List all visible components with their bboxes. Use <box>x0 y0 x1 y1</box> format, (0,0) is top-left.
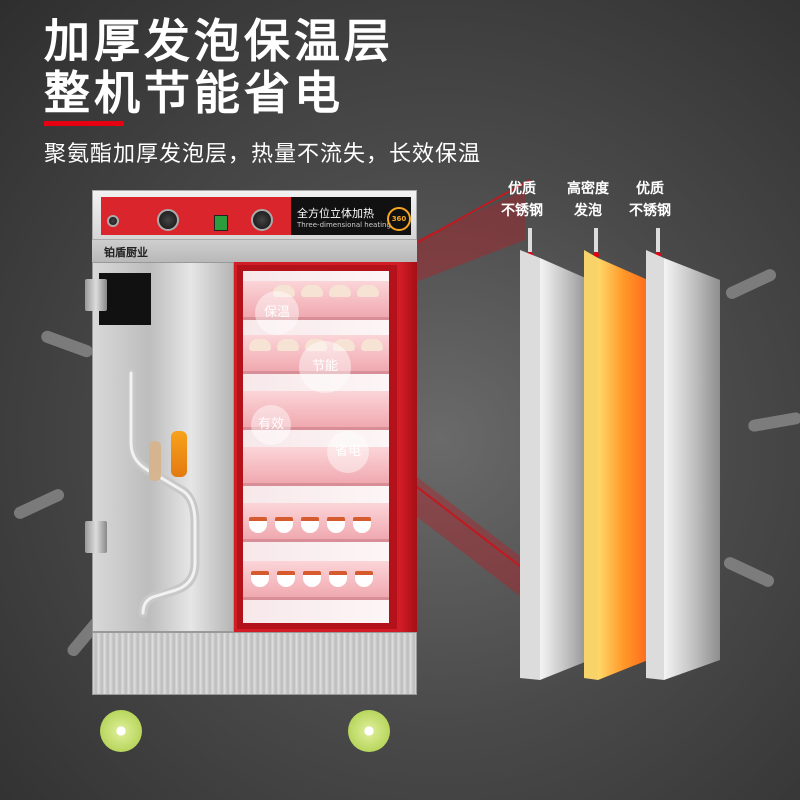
bubble-label: 节能 <box>299 341 351 393</box>
tray <box>243 281 389 320</box>
handle-grip <box>171 431 187 477</box>
layer-label: 优质 不锈钢 <box>620 178 680 222</box>
subtitle: 聚氨酯加厚发泡层，热量不流失，长效保温 <box>44 142 482 167</box>
temperature-knob <box>251 209 273 231</box>
door-handle <box>126 368 200 618</box>
tray <box>243 391 389 430</box>
headline-line1: 加厚发泡保温层 <box>44 14 394 68</box>
cabinet-interior: 保温 节能 有效 省电 <box>234 262 400 632</box>
insulation-cross-section: 优质 不锈钢 高密度 发泡 优质 不锈钢 <box>500 181 740 700</box>
layer-label: 优质 不锈钢 <box>492 178 552 222</box>
bubble-label: 有效 <box>251 405 291 445</box>
tray-rack: 保温 节能 有效 省电 <box>243 271 389 623</box>
heating-en: Three-dimensional heating <box>297 221 391 229</box>
layer-pin-dot <box>593 252 599 258</box>
layer-pin <box>594 228 598 252</box>
heating-banner: 全方位立体加热 Three-dimensional heating 360 <box>291 197 411 235</box>
tray <box>243 503 389 542</box>
control-panel-red <box>101 197 291 235</box>
layer-pin-dot <box>655 252 661 258</box>
tray <box>243 561 389 600</box>
layer-label-line2: 不锈钢 <box>501 203 543 219</box>
layer-pin <box>656 228 660 252</box>
accent-bar <box>44 121 124 126</box>
steam-cabinet: 全方位立体加热 Three-dimensional heating 360 铂盾… <box>85 190 417 752</box>
tray <box>243 335 389 374</box>
bubble-label: 保温 <box>255 291 299 335</box>
door-hinge <box>85 279 107 311</box>
cabinet-door <box>85 262 234 632</box>
indicator-light <box>107 215 119 227</box>
handle-grip-back <box>149 441 161 481</box>
layer-label-line2: 发泡 <box>574 203 602 219</box>
caster-wheel <box>348 710 390 752</box>
door-hinge <box>85 521 107 553</box>
side-panel <box>400 262 417 632</box>
layer-label: 高密度 发泡 <box>558 178 618 222</box>
timer-knob <box>157 209 179 231</box>
layer-label-line1: 优质 <box>508 181 536 197</box>
brand-logo: 铂盾厨业 <box>104 246 148 259</box>
control-panel: 全方位立体加热 Three-dimensional heating 360 <box>92 190 417 240</box>
power-switch <box>214 215 228 231</box>
product-label <box>99 273 151 325</box>
tray <box>243 447 389 486</box>
caster-wheel <box>100 710 142 752</box>
layer-pin <box>528 228 532 252</box>
heating-cn: 全方位立体加热 <box>297 207 374 220</box>
bubble-label: 省电 <box>327 431 369 473</box>
cabinet-base <box>92 632 417 695</box>
brand-bar: 铂盾厨业 <box>92 240 417 262</box>
badge-360: 360 <box>387 207 411 231</box>
layer-label-line2: 不锈钢 <box>629 203 671 219</box>
layer-label-line1: 高密度 <box>567 181 609 197</box>
headline-line2: 整机节能省电 <box>44 66 344 120</box>
layer-panels <box>520 250 720 680</box>
layer-label-line1: 优质 <box>636 181 664 197</box>
